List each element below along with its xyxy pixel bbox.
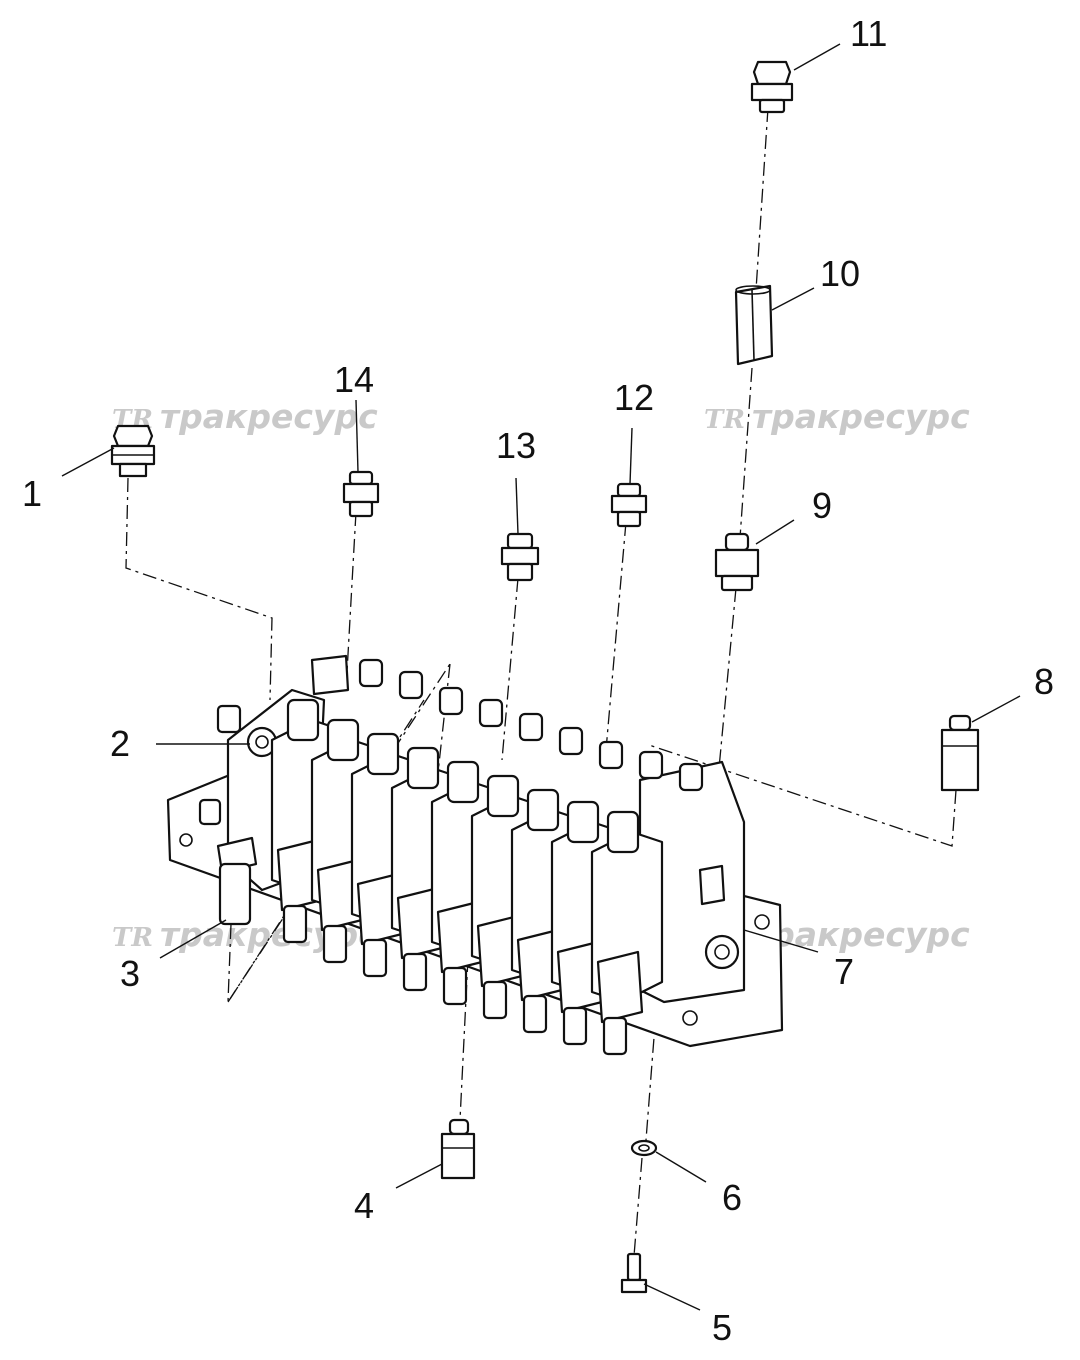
callout-labels: 1 2 3 4 5 6 7 8 9 10 11 12 13 14 [22, 13, 1054, 1348]
valve-section [590, 810, 664, 1056]
callout-10: 10 [820, 253, 860, 294]
watermark-text: тракресурс [160, 397, 378, 436]
callout-8: 8 [1034, 661, 1054, 702]
leader-lines [61, 43, 1021, 1311]
part-5-bolt [620, 1252, 648, 1294]
callout-3: 3 [120, 953, 140, 994]
side-fittings [198, 704, 258, 926]
callout-11: 11 [850, 13, 887, 54]
part-4-plug [440, 1118, 476, 1180]
part-6-washer [630, 1139, 658, 1157]
callout-6: 6 [722, 1177, 742, 1218]
part-14-fitting [342, 470, 380, 518]
watermark-text: тракресурс [752, 915, 970, 954]
callout-1: 1 [22, 473, 42, 514]
valve-sections [270, 698, 664, 1056]
part-1-fitting [110, 424, 156, 478]
callout-7: 7 [834, 951, 854, 992]
part-9-fitting [714, 532, 760, 592]
part-13-fitting [500, 532, 540, 582]
callout-2: 2 [110, 723, 130, 764]
block-top-fittings [358, 658, 704, 792]
watermark-top-left: TR тракресурс [112, 397, 378, 436]
watermark-text: тракресурс [752, 397, 970, 436]
callout-13: 13 [496, 425, 536, 466]
callout-14: 14 [334, 359, 374, 400]
watermark-logo: TR [704, 405, 745, 435]
part-11-fitting [750, 60, 794, 114]
part-10-coupling [734, 284, 774, 366]
callout-12: 12 [614, 377, 654, 418]
watermark-top-right: TR тракресурс [704, 397, 970, 436]
part-8-plug [940, 714, 980, 792]
callout-4: 4 [354, 1185, 374, 1226]
watermark-logo: TR [112, 923, 153, 953]
part-12-fitting [610, 482, 648, 528]
callout-5: 5 [712, 1307, 732, 1348]
callout-9: 9 [812, 485, 832, 526]
